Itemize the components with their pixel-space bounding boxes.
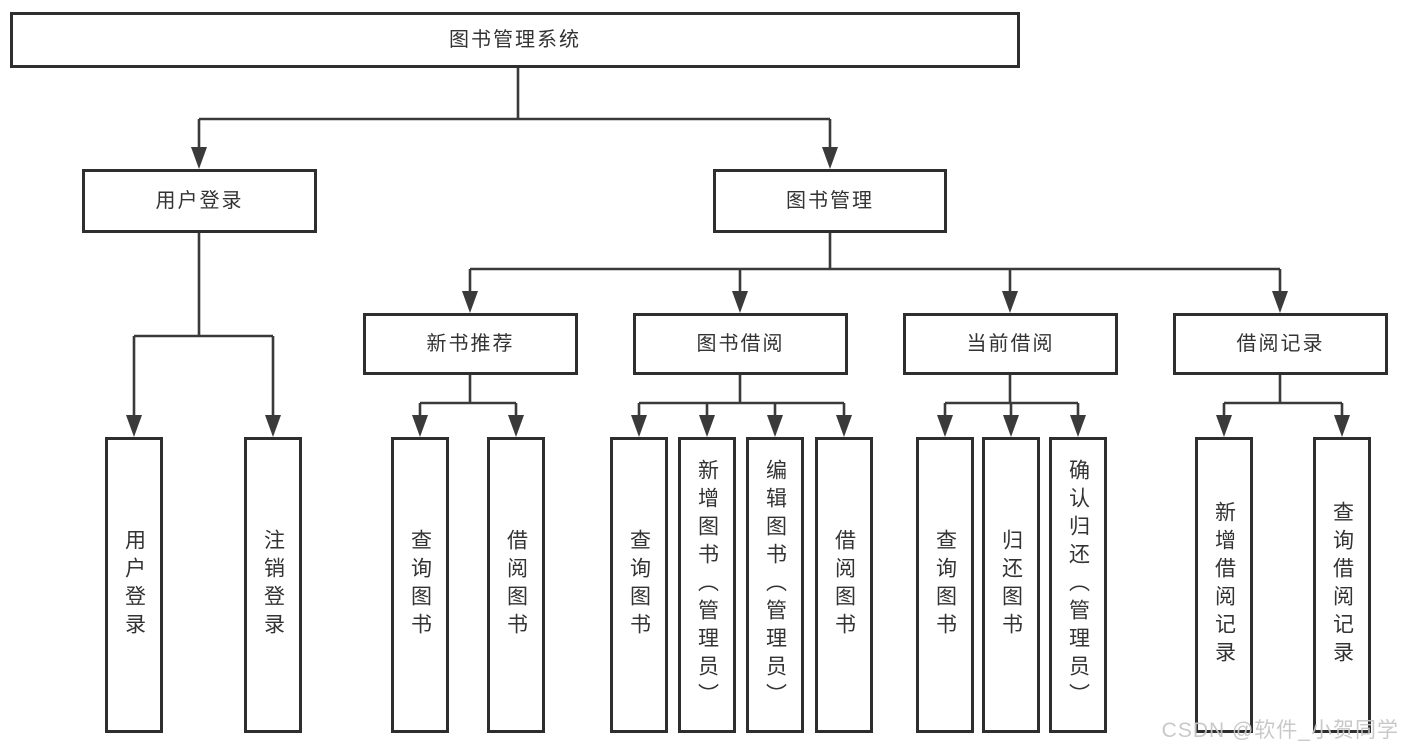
- node-label: 新增借阅记录: [1212, 501, 1236, 669]
- node-label: 图书管理: [786, 190, 874, 212]
- node-label: 注销登录: [261, 529, 285, 641]
- node-borrow-records: 借阅记录: [1173, 313, 1388, 375]
- leaf-user-login: 用户登录: [105, 437, 163, 733]
- node-label: 归还图书: [999, 529, 1023, 641]
- node-label: 查询图书: [408, 529, 432, 641]
- leaf-add-books-admin: 新增图书（管理员）: [678, 437, 736, 733]
- node-label: 用户登录: [122, 529, 146, 641]
- leaf-query-books-recommend: 查询图书: [391, 437, 449, 733]
- leaf-borrow-books: 借阅图书: [815, 437, 873, 733]
- leaf-return-books: 归还图书: [982, 437, 1040, 733]
- node-label: 当前借阅: [966, 333, 1055, 355]
- node-label: 借阅记录: [1236, 333, 1325, 355]
- csdn-watermark: CSDN @软件_小贺同学: [1161, 719, 1399, 742]
- node-label: 图书管理系统: [449, 29, 581, 51]
- node-label: 借阅图书: [504, 529, 528, 641]
- node-label: 查询图书: [627, 529, 651, 641]
- node-label: 用户登录: [155, 190, 244, 212]
- node-label: 新书推荐: [426, 333, 515, 355]
- leaf-add-borrow-record: 新增借阅记录: [1195, 437, 1253, 733]
- node-user-login: 用户登录: [82, 169, 317, 233]
- leaf-confirm-return-admin: 确认归还（管理员）: [1049, 437, 1107, 733]
- node-label: 新增图书（管理员）: [695, 459, 719, 711]
- node-label: 图书借阅: [696, 333, 785, 355]
- leaf-query-borrow-record: 查询借阅记录: [1313, 437, 1371, 733]
- node-label: 查询借阅记录: [1330, 501, 1354, 669]
- node-book-borrow: 图书借阅: [633, 313, 848, 375]
- leaf-query-books-current: 查询图书: [916, 437, 974, 733]
- leaf-borrow-books-recommend: 借阅图书: [487, 437, 545, 733]
- leaf-edit-books-admin: 编辑图书（管理员）: [746, 437, 804, 733]
- node-library-management-system: 图书管理系统: [10, 12, 1020, 68]
- leaf-logout: 注销登录: [244, 437, 302, 733]
- node-new-book-recommend: 新书推荐: [363, 313, 578, 375]
- node-label: 借阅图书: [832, 529, 856, 641]
- leaf-query-books-borrow: 查询图书: [610, 437, 668, 733]
- node-current-borrow: 当前借阅: [903, 313, 1118, 375]
- node-book-management: 图书管理: [713, 169, 947, 233]
- node-label: 查询图书: [933, 529, 957, 641]
- node-label: 编辑图书（管理员）: [763, 459, 787, 711]
- node-label: 确认归还（管理员）: [1066, 459, 1090, 711]
